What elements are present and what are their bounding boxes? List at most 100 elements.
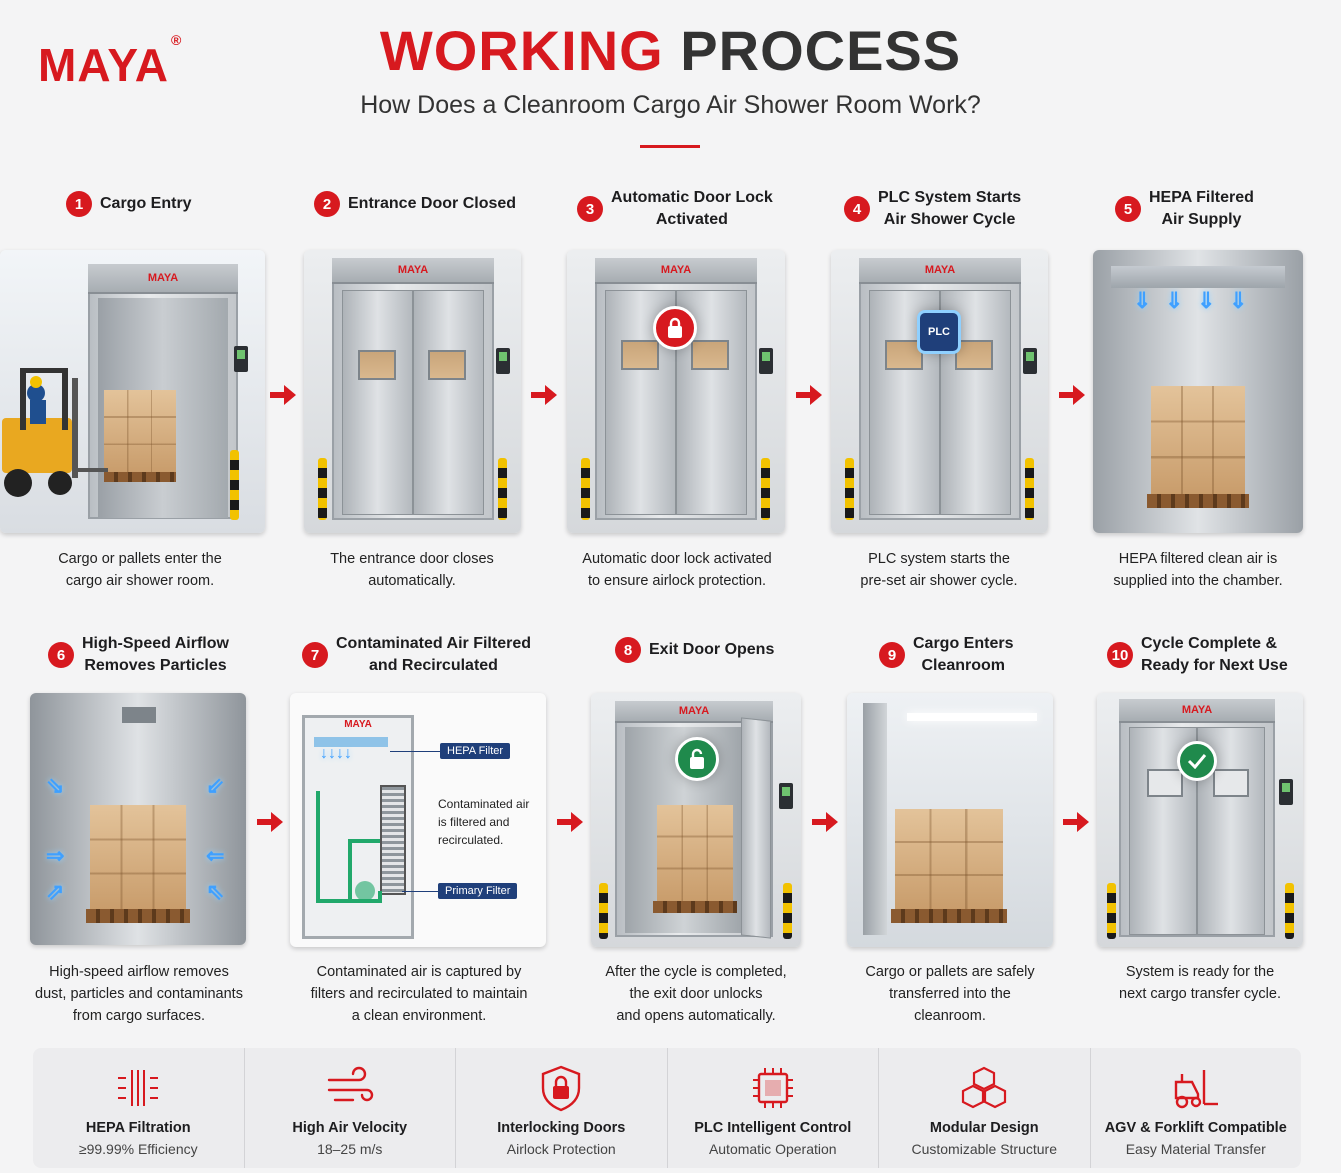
safety-bollard [581,458,590,520]
caption-line: filters and recirculated to maintain [310,986,528,1002]
caption-line: from cargo surfaces. [72,1008,206,1024]
step-6-caption: High-speed airflow removes dust, particl… [20,961,258,1027]
airflow-arrow-icon: ⇙ [206,773,225,798]
step-7-caption: Contaminated air is captured by filters … [296,961,542,1027]
cargo-boxes [90,805,186,909]
pallet [104,472,176,482]
flow-arrow-icon [1059,385,1085,405]
caption-line: HEPA filtered clean air is [1118,551,1278,567]
door-window [621,340,659,370]
step-title-line: Cargo Enters [913,635,1014,652]
control-panel [496,348,510,374]
interlock-shield-icon [542,1065,581,1112]
cabin-side-wall [863,703,887,935]
flow-arrow-icon [557,812,583,832]
flow-arrow-icon [270,385,296,405]
door-window [1213,769,1249,797]
control-panel [779,783,793,809]
door-window [885,340,923,370]
airflow-arrow-icon: ⇓ [1197,288,1216,313]
caption-line: transferred into the [889,986,1011,1002]
step-title-line: High-Speed Airflow [82,635,229,652]
hepa-panel [314,737,388,747]
primary-filter-label: Primary Filter [438,883,518,899]
flow-arrow-icon [812,812,838,832]
step-3-image: MAYA [567,250,785,533]
step-9-heading: 9 Cargo Enters Cleanroom [879,633,1013,677]
step-number-badge: 8 [615,637,641,663]
feature-label: AGV & Forklift Compatible [1104,1120,1287,1136]
cabin-brand-plate: MAYA [88,264,238,294]
safety-bollard [1025,458,1034,520]
caption-line: the exit door unlocks [629,986,763,1002]
feature-sub: 18–25 m/s [317,1141,383,1157]
leader-line [390,751,440,752]
caption-line: dust, particles and contaminants [35,986,243,1002]
forklift-icon [2,368,108,497]
step-number-badge: 6 [48,642,74,668]
note-line: Contaminated air [438,797,530,811]
step-number-badge: 1 [66,191,92,217]
step-8-image: MAYA [591,693,801,947]
caption-line: Automatic door lock activated [582,551,772,567]
caption-line: After the cycle is completed, [605,964,787,980]
cabin-brand-plate: MAYA [344,719,372,730]
caption-line: automatically. [368,573,456,589]
page-title: WORKING PROCESS [0,18,1341,83]
feature-strip: HEPA Filtration ≥99.99% Efficiency High … [33,1048,1301,1168]
step-10-heading: 10 Cycle Complete & Ready for Next Use [1107,633,1288,677]
brand-logo: MAYA® [38,32,181,92]
feature-modular: Modular Design Customizable Structure [879,1048,1091,1168]
air-velocity-icon [327,1066,373,1102]
step-6-image: ⇘ ⇒ ⇗ ⇙ ⇐ ⇖ [30,693,246,945]
step-7-heading: 7 Contaminated Air Filtered and Recircul… [302,633,531,677]
caption-line: System is ready for the [1125,964,1275,980]
step-title-line: Cargo Entry [100,195,192,212]
entrance-door-right [413,290,484,515]
feature-plc: PLC Intelligent Control Automatic Operat… [668,1048,879,1168]
step-number-badge: 5 [1115,196,1141,222]
step-title: Exit Door Opens [649,639,774,661]
control-panel [1023,348,1037,374]
safety-bollard [498,458,507,520]
caption-line: cleanroom. [914,1008,986,1024]
step-title-line: Contaminated Air Filtered [336,635,531,652]
cabin-brand-plate: MAYA [595,258,757,284]
modular-cubes-icon [962,1066,1007,1109]
step-8-heading: 8 Exit Door Opens [615,637,774,663]
feature-air-velocity: High Air Velocity 18–25 m/s [245,1048,456,1168]
cargo-boxes [895,809,1003,909]
step-1-image: MAYA [0,250,265,533]
title-divider [640,145,700,148]
door-window [428,350,466,380]
step-10-image: MAYA [1097,693,1303,947]
cargo-boxes [657,805,733,901]
control-panel [759,348,773,374]
caption-line: Cargo or pallets enter the [58,551,222,567]
step-title-line: Cleanroom [921,657,1006,674]
step-title-line: Activated [655,211,728,228]
forklift-icon [1174,1070,1218,1109]
hepa-filter-label: HEPA Filter [440,743,511,759]
ceiling-vent [122,707,156,723]
plc-chip-icon [752,1068,793,1108]
feature-interlock: Interlocking Doors Airlock Protection [456,1048,668,1168]
door-window [691,340,729,370]
feature-hepa: HEPA Filtration ≥99.99% Efficiency [33,1048,245,1168]
step-1-caption: Cargo or pallets enter the cargo air sho… [30,548,250,592]
feature-sub: Easy Material Transfer [1125,1141,1266,1157]
step-title-line: PLC System Starts [878,189,1022,206]
feature-sub: ≥99.99% Efficiency [78,1141,198,1157]
check-icon [1177,741,1217,781]
step-1-heading: 1 Cargo Entry [66,191,192,217]
hepa-filtration-icon [118,1070,159,1106]
plc-chip-icon: PLC [917,310,961,354]
caption-line: to ensure airlock protection. [587,573,767,589]
entrance-door-left [342,290,413,515]
step-title-line: Automatic Door Lock [611,189,773,206]
filter-column [380,785,406,895]
safety-bollard [761,458,770,520]
step-title: Cargo Entry [100,193,192,215]
page-subtitle: How Does a Cleanroom Cargo Air Shower Ro… [360,91,981,119]
feature-label: High Air Velocity [292,1120,408,1136]
